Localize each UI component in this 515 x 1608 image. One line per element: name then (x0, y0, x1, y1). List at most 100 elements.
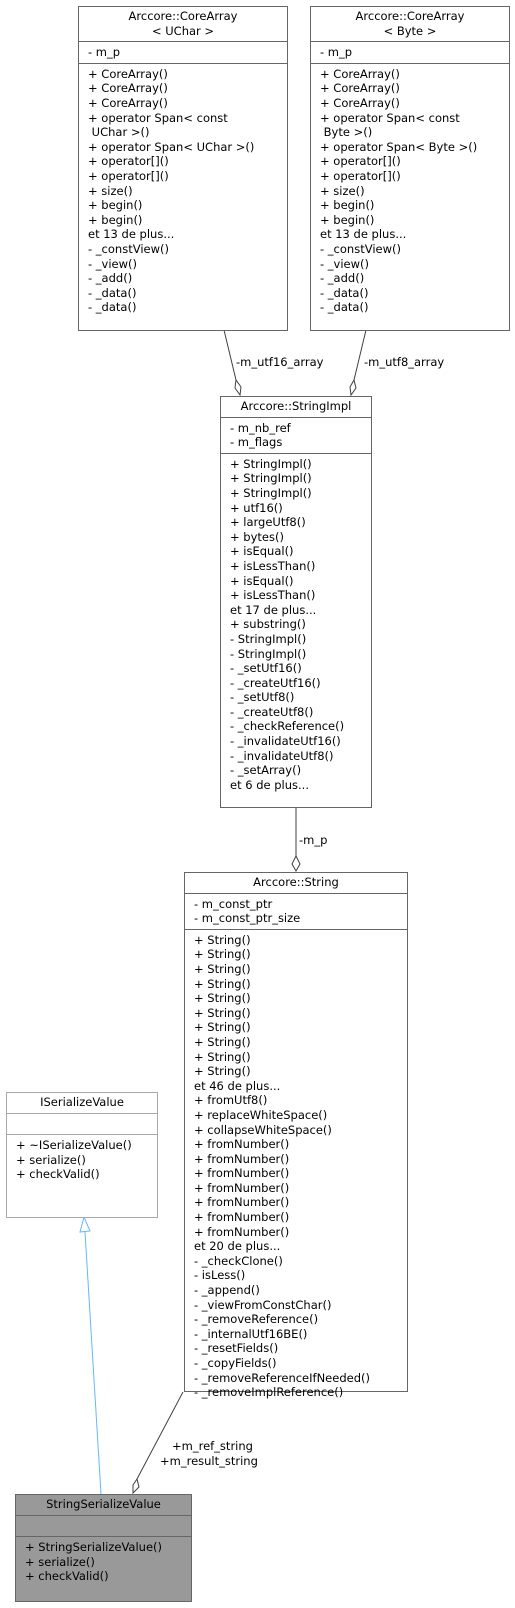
method: et 20 de plus... (194, 1239, 281, 1254)
attributes-section: - m_p (311, 42, 509, 64)
class-string[interactable]: Arccore::String - m_const_ptr - m_const_… (184, 872, 408, 1399)
method: + fromNumber() (194, 1180, 290, 1195)
method: - _setArray() (230, 763, 302, 778)
method: + operator Span< const (320, 110, 460, 125)
method: + largeUtf8() (230, 515, 306, 530)
method: + String() (194, 1020, 251, 1035)
method: + checkValid() (16, 1167, 100, 1182)
class-title: StringSerializeValue (16, 1495, 191, 1516)
method: + fromNumber() (194, 1195, 290, 1210)
methods-section: + ~ISerializeValue() + serialize() + che… (7, 1135, 157, 1185)
method: + String() (194, 976, 251, 991)
attributes-section: - m_p (79, 42, 287, 64)
method: + fromUtf8() (194, 1093, 268, 1108)
method: + fromNumber() (194, 1210, 290, 1225)
method: - _view() (88, 256, 138, 271)
method: + CoreArray() (320, 81, 400, 96)
method: + fromNumber() (194, 1137, 290, 1152)
method: - _viewFromConstChar() (194, 1297, 332, 1312)
class-title: Arccore::CoreArray < UChar > (79, 7, 287, 43)
method: + operator Span< UChar >() (88, 139, 255, 154)
method: + String() (194, 1049, 251, 1064)
method: + CoreArray() (320, 66, 400, 81)
method: + fromNumber() (194, 1166, 290, 1181)
inheritance-arrowhead (79, 1215, 91, 1233)
method: - _copyFields() (194, 1356, 277, 1370)
aggregation-edge-utf8 (353, 329, 367, 381)
method: Byte >() (320, 125, 373, 140)
method: + String() (194, 1064, 251, 1079)
method: + String() (194, 1005, 251, 1020)
class-title-line: Arccore::StringImpl (240, 399, 352, 413)
method: + CoreArray() (88, 66, 168, 81)
method: et 13 de plus... (320, 227, 407, 242)
method: + fromNumber() (194, 1224, 290, 1239)
aggregation-edge-ref-result (136, 1391, 184, 1480)
method: et 13 de plus... (88, 227, 175, 242)
class-title-line: Arccore::CoreArray (355, 9, 465, 23)
attribute: - m_nb_ref (230, 420, 291, 435)
attributes-section: - m_nb_ref - m_flags (221, 418, 371, 454)
method: - _setUtf8() (230, 690, 295, 705)
method: + ~ISerializeValue() (16, 1138, 132, 1153)
class-corearray-uchar[interactable]: Arccore::CoreArray < UChar > - m_p + Cor… (78, 6, 288, 331)
attributes-section (16, 1516, 191, 1538)
method: - _checkClone() (194, 1253, 283, 1268)
method: - _data() (320, 300, 369, 315)
class-title-line: StringSerializeValue (46, 1497, 161, 1511)
class-title: Arccore::StringImpl (221, 397, 371, 418)
method: + isLessThan() (230, 558, 316, 573)
attribute: - m_p (88, 45, 121, 60)
edge-label-result-string: +m_result_string (160, 1454, 258, 1468)
method: + operator[]() (320, 154, 401, 169)
method: - StringImpl() (230, 631, 307, 646)
method: - _data() (88, 300, 137, 315)
class-iserializevalue[interactable]: ISerializeValue + ~ISerializeValue() + s… (6, 1092, 158, 1218)
class-corearray-byte[interactable]: Arccore::CoreArray < Byte > - m_p + Core… (310, 6, 510, 331)
class-stringserializevalue[interactable]: StringSerializeValue + StringSerializeVa… (15, 1494, 192, 1602)
method: + operator[]() (88, 154, 169, 169)
method: - _constView() (88, 241, 169, 256)
method: + replaceWhiteSpace() (194, 1107, 328, 1122)
attributes-section (7, 1114, 157, 1136)
method: + operator Span< Byte >() (320, 139, 478, 154)
method: + begin() (88, 212, 143, 227)
class-title: Arccore::String (185, 873, 407, 894)
method: et 6 de plus... (230, 777, 309, 792)
class-title-line: < Byte > (383, 23, 437, 38)
method: + substring() (230, 617, 306, 632)
edge-label-utf8: -m_utf8_array (364, 355, 445, 369)
method: - _invalidateUtf16() (230, 734, 341, 749)
method: - isLess() (194, 1268, 246, 1283)
method: + StringImpl() (230, 471, 312, 486)
method: + String() (194, 991, 251, 1006)
edge-label-m-p: -m_p (299, 833, 328, 847)
aggregation-diamond-m-p (291, 854, 301, 873)
edge-label-utf16: -m_utf16_array (236, 355, 324, 369)
method: - _data() (88, 285, 137, 300)
inheritance-edge (84, 1231, 102, 1495)
method: + fromNumber() (194, 1151, 290, 1166)
method: - _internalUtf16BE() (194, 1326, 308, 1341)
attributes-section: - m_const_ptr - m_const_ptr_size (185, 894, 407, 930)
method: + utf16() (230, 500, 283, 515)
attribute: - m_p (320, 45, 353, 60)
method: + checkValid() (25, 1569, 109, 1584)
aggregation-diamond-ref-result (132, 1477, 140, 1495)
attribute: - m_const_ptr (194, 896, 273, 911)
method: + String() (194, 961, 251, 976)
method: + isEqual() (230, 573, 294, 588)
attribute (16, 1117, 157, 1132)
methods-section: + StringImpl() + StringImpl() + StringIm… (221, 454, 371, 796)
method: + size() (88, 183, 133, 198)
class-stringimpl[interactable]: Arccore::StringImpl - m_nb_ref - m_flags… (220, 396, 372, 808)
class-title: Arccore::CoreArray < Byte > (311, 7, 509, 43)
class-title-line: Arccore::String (253, 875, 339, 889)
method: + operator[]() (320, 168, 401, 183)
methods-section: + String() + String() + String() + Strin… (185, 930, 407, 1403)
method: + serialize() (16, 1152, 86, 1167)
aggregation-diamond-utf8 (349, 378, 357, 397)
method: - _createUtf16() (230, 675, 321, 690)
method: - StringImpl() (230, 646, 307, 661)
attribute: - m_const_ptr_size (194, 911, 301, 926)
